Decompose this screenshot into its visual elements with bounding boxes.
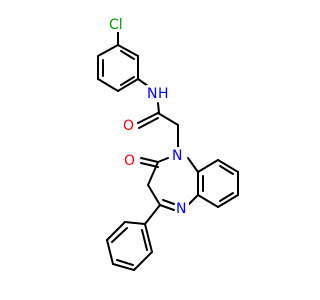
bond: [112, 263, 135, 271]
bond-c4-n5: [159, 204, 175, 211]
atom-n1-label: N: [172, 148, 182, 164]
bond-c2-c3: [147, 161, 159, 186]
diazepine-ring: [140, 157, 199, 211]
bond: [97, 78, 119, 92]
bond: [197, 159, 219, 173]
label-bg: [171, 147, 185, 163]
chlorophenyl-ring: [97, 44, 139, 92]
bond-c2-o: [140, 157, 159, 163]
atom-o-lactam-label: O: [124, 153, 135, 169]
bond-c-o-amide: [137, 112, 159, 124]
bond: [117, 78, 139, 92]
bond-c4-phenyl: [144, 204, 161, 225]
bond: [144, 223, 153, 253]
bond-c-ch2: [157, 112, 179, 126]
aromatic-bond: [219, 192, 234, 202]
bond-c-n-amide: [137, 78, 149, 87]
bond: [117, 44, 139, 57]
bond-c-o-amide-second: [138, 117, 159, 129]
structure-canvas: Cl N H O N O N: [97, 16, 239, 271]
bond-n1-c2: [157, 157, 169, 163]
atom-cl-label: Cl: [109, 17, 123, 33]
molecule-structure-diagram: Cl N H O N O N: [97, 16, 239, 271]
aromatic-bond: [141, 229, 148, 251]
atom-o-amide-label: O: [123, 118, 134, 134]
bond: [97, 44, 119, 57]
bond: [197, 194, 219, 208]
bond-c3-c4: [147, 184, 161, 206]
bond-n-c-amide: [157, 102, 160, 114]
bond: [217, 159, 239, 173]
aromatic-bond: [120, 76, 135, 86]
label-bg: [146, 85, 160, 101]
bond: [106, 239, 114, 265]
label-bg: [123, 152, 137, 168]
benzo-ring: [197, 159, 239, 208]
bond: [124, 221, 146, 225]
label-bg: [107, 16, 131, 32]
aromatic-bond: [116, 259, 134, 266]
phenyl-ring: [106, 221, 153, 271]
label-bg: [175, 200, 189, 216]
aromatic-bond: [219, 165, 234, 175]
bond-n1-c9a: [187, 157, 199, 173]
label-bg: [122, 117, 136, 133]
atom-n5-label: N: [176, 201, 186, 217]
aromatic-bond: [111, 227, 128, 243]
bond: [106, 221, 126, 241]
atom-n-amide-label: N: [147, 86, 157, 102]
bond-c4-n5-second: [162, 199, 175, 205]
atom-h-amide-label: H: [158, 86, 169, 102]
bond: [217, 194, 239, 208]
bond: [133, 251, 153, 271]
bond-n5-c5a: [187, 194, 199, 206]
aromatic-bond: [120, 50, 135, 60]
